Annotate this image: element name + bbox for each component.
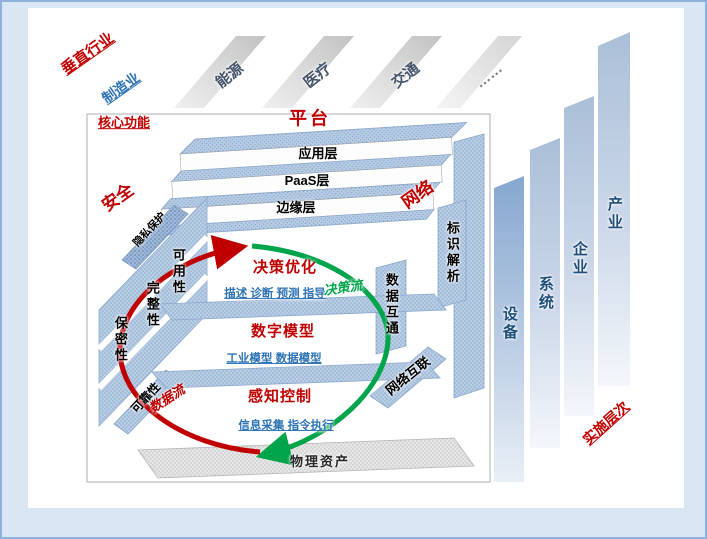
data-flow-arrow: [117, 234, 261, 455]
confidentiality-label: 保密性: [112, 316, 128, 364]
identification-panel: [437, 199, 467, 309]
banner-shape-medical: [262, 36, 354, 108]
decision-flow-arrow: [251, 243, 391, 466]
platform-label: 平台: [289, 108, 331, 129]
wall-gap-1: [96, 234, 210, 352]
physical-assets-label: 物理资产: [289, 454, 351, 470]
app-layer-label: 应用层: [298, 146, 338, 162]
core-functions-title: 核心功能: [97, 115, 151, 131]
decision-optimization-title: 决策优化: [252, 259, 318, 277]
right-wall-panel: [453, 133, 485, 399]
floor-slab-lower: [151, 361, 441, 389]
privacy-panel: [121, 204, 189, 270]
implementation-level-bars: [494, 32, 630, 482]
platform-layer-slabs: [154, 121, 468, 237]
right-network-panels: [369, 199, 467, 409]
perception-control-title: 感知控制: [247, 388, 313, 406]
decision-detail-label: 描述 诊断 预测 指导: [224, 287, 326, 300]
industry-banners: [174, 36, 522, 108]
data-interop-label: 数据互通: [383, 273, 399, 337]
banner-shape-energy: [174, 36, 266, 108]
digital-model-title: 数字模型: [250, 323, 316, 341]
system-level-label: 系统: [536, 276, 554, 312]
bar-system: [530, 138, 560, 448]
perception-detail-label: 信息采集 指令执行: [238, 419, 334, 432]
identification-resolution-label: 标识解析: [444, 221, 460, 285]
bar-industry: [598, 32, 630, 386]
paas-layer-label: PaaS层: [284, 173, 330, 189]
edge-layer-label: 边缘层: [276, 200, 316, 216]
device-level-label: 设备: [500, 306, 518, 342]
industry-level-label: 产业: [605, 196, 623, 232]
integrity-label: 完整性: [144, 281, 160, 329]
wall-gap-2: [96, 273, 210, 391]
banner-shape-transport: [350, 36, 442, 108]
banner-shape-more: [436, 36, 522, 108]
bar-enterprise: [564, 96, 594, 416]
availability-label: 可用性: [170, 248, 186, 296]
enterprise-level-label: 企业: [570, 241, 588, 277]
model-detail-label: 工业模型 数据模型: [226, 352, 322, 365]
bar-device: [494, 176, 524, 482]
